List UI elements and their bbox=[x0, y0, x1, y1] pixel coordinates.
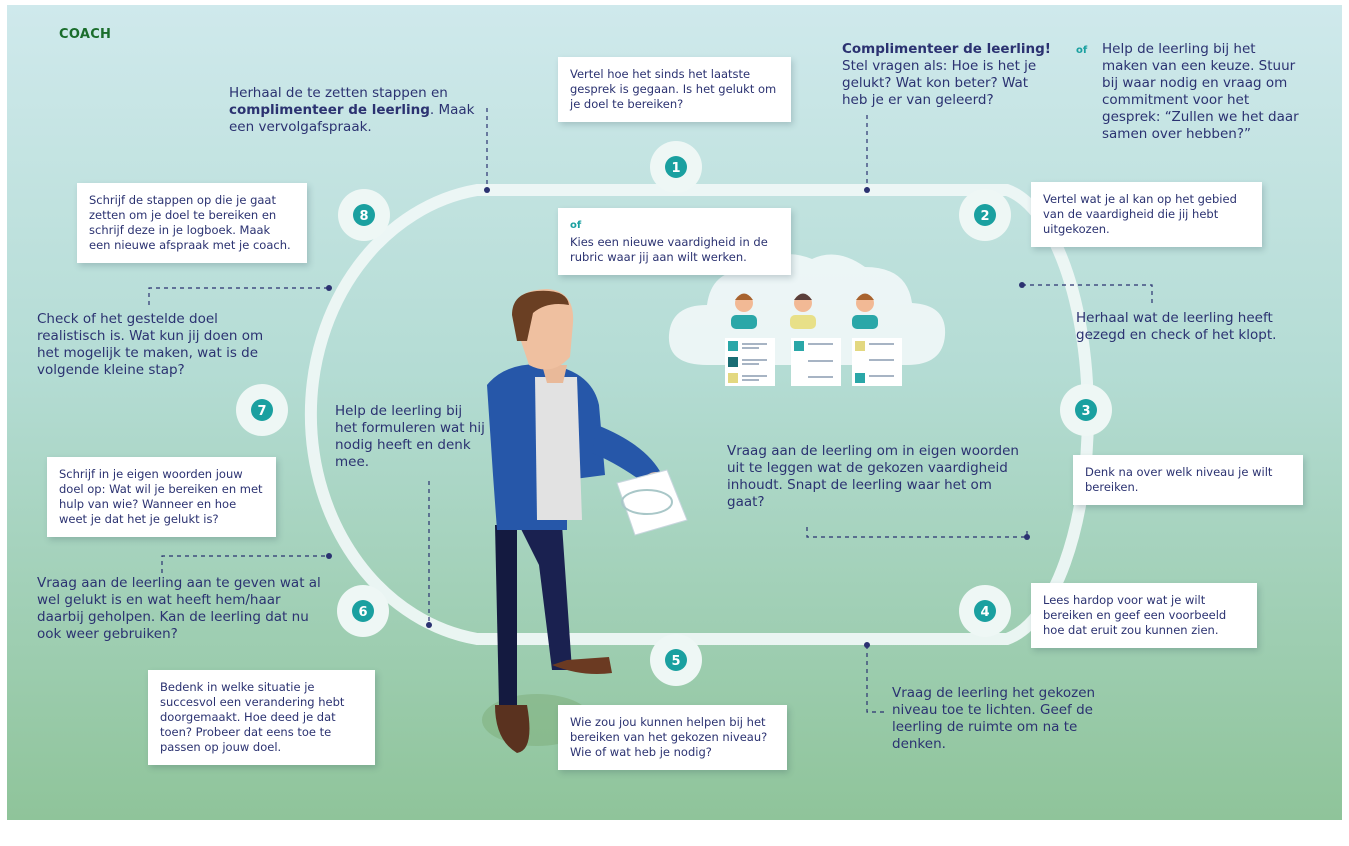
note-step-8-bold: complimenteer de leerling bbox=[229, 102, 430, 118]
card-step-2: Vertel wat je al kan op het gebied van d… bbox=[1031, 182, 1262, 247]
note-step-1: Complimenteer de leerling! Stel vragen a… bbox=[842, 41, 1057, 109]
step-badge-3: 3 bbox=[1060, 384, 1112, 436]
card-step-4: Lees hardop voor wat je wilt bereiken en… bbox=[1031, 583, 1257, 648]
svg-text:7: 7 bbox=[257, 404, 266, 419]
of-label-choice: of bbox=[1076, 45, 1088, 56]
coach-heading: COACH bbox=[59, 27, 112, 42]
note-step-6: Vraag aan de leerling aan te geven wat a… bbox=[37, 575, 321, 642]
step-badge-4: 4 bbox=[959, 585, 1011, 637]
svg-text:8: 8 bbox=[359, 209, 368, 224]
note-step-7: Check of het gestelde doel realistisch i… bbox=[37, 311, 264, 378]
svg-text:3: 3 bbox=[1081, 404, 1090, 419]
card-step-8: Schrijf de stappen op die je gaat zetten… bbox=[77, 183, 307, 263]
svg-text:5: 5 bbox=[671, 654, 680, 669]
note-step-4: Vraag de leerling het gekozen niveau toe… bbox=[892, 685, 1096, 752]
note-step-8-part-b: . Maak een vervolgafspraak. bbox=[229, 102, 475, 135]
note-step-5: Help de leerling bij het formuleren wat … bbox=[335, 403, 485, 470]
note-step-3: Vraag aan de leerling om in eigen woorde… bbox=[727, 443, 1019, 510]
avatar-icon-2 bbox=[790, 293, 816, 329]
note-step-2: Herhaal wat de leerling heeft gezegd en … bbox=[1076, 310, 1277, 343]
note-step-8: Herhaal de te zetten stappen en complime… bbox=[229, 85, 489, 136]
step-badge-6: 6 bbox=[337, 585, 389, 637]
card-step-6: Bedenk in welke situatie je succesvol ee… bbox=[148, 670, 375, 765]
profile-cards bbox=[725, 338, 902, 386]
coach-figure bbox=[482, 289, 688, 753]
step-badge-5: 5 bbox=[650, 634, 702, 686]
question-icons bbox=[728, 341, 865, 383]
svg-text:6: 6 bbox=[358, 605, 367, 620]
note-step-1-bold: Complimenteer de leerling! bbox=[842, 41, 1051, 57]
step-badges: 1 2 3 4 5 6 7 8 bbox=[236, 141, 1112, 686]
diagram-artwork: 1 2 3 4 5 6 7 8 bbox=[148, 108, 1153, 753]
card-step-5: Wie zou jou kunnen helpen bij het bereik… bbox=[558, 705, 787, 770]
card-step-1: Vertel hoe het sinds het laatste gesprek… bbox=[558, 57, 791, 122]
card-step-3: Denk na over welk niveau je wilt bereike… bbox=[1073, 455, 1303, 505]
note-step-1-text: Stel vragen als: Hoe is het je gelukt? W… bbox=[842, 58, 1037, 108]
svg-text:4: 4 bbox=[980, 605, 989, 620]
card-step-7: Schrijf in je eigen woorden jouw doel op… bbox=[47, 457, 276, 537]
card-step-1-alt-text: Kies een nieuwe vaardigheid in de rubric… bbox=[570, 235, 768, 264]
step-badge-2: 2 bbox=[959, 189, 1011, 241]
svg-text:2: 2 bbox=[980, 209, 989, 224]
of-label: of bbox=[570, 220, 582, 231]
step-badge-8: 8 bbox=[338, 189, 390, 241]
cloud-illustration bbox=[668, 254, 946, 386]
svg-text:1: 1 bbox=[671, 161, 680, 176]
avatar-icon-3 bbox=[852, 293, 878, 329]
connector-lines bbox=[148, 108, 1153, 713]
note-step-1-choice: Help de leerling bij het maken van een k… bbox=[1102, 41, 1299, 142]
note-step-8-part-a: Herhaal de te zetten stappen en bbox=[229, 85, 448, 101]
avatar-icon-1 bbox=[731, 293, 757, 329]
step-badge-1: 1 bbox=[650, 141, 702, 193]
step-badge-7: 7 bbox=[236, 384, 288, 436]
card-step-1-alt: of Kies een nieuwe vaardigheid in de rub… bbox=[558, 208, 791, 275]
diagram-canvas: 1 2 3 4 5 6 7 8 COACH Vertel hoe het sin… bbox=[7, 5, 1342, 820]
cycle-track bbox=[304, 184, 1094, 645]
